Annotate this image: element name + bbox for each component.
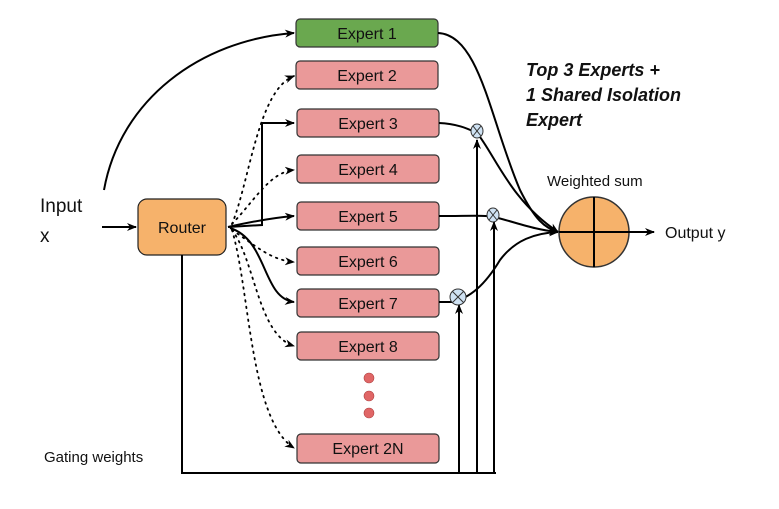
svg-text:Expert 7: Expert 7 [338,296,398,313]
title-line-3: Expert [526,110,583,130]
gating-line [181,255,496,474]
svg-text:Expert 8: Expert 8 [338,339,398,356]
multiply-node-3 [470,123,484,139]
shared-expert-arrow [103,29,295,191]
route-expert-2n [231,229,295,449]
svg-text:Expert 2: Expert 2 [337,68,397,85]
expert-2n: Expert 2N [296,433,440,464]
expert-2: Expert 2 [295,60,439,90]
ellipsis-dot [363,407,375,419]
ellipsis-dot [363,390,375,402]
route-expert-5 [227,212,295,228]
svg-text:Expert 5: Expert 5 [338,209,398,226]
weighted-sum-node [558,196,630,268]
multiply-node-5 [486,207,500,223]
input-label-line-1: Input [40,196,83,217]
expert-7: Expert 7 [296,288,440,318]
route-expert-8 [231,229,295,348]
route-expert-7 [229,227,295,305]
svg-text:Expert 6: Expert 6 [338,254,398,271]
route-expert-6 [231,229,295,266]
expert-6: Expert 6 [296,246,440,276]
expert-1: Expert 1 [295,18,439,48]
multiply-node-7 [449,288,467,306]
router-label: Router [158,220,207,237]
ellipsis-dot [363,372,375,384]
route-expert-2 [231,75,295,225]
svg-text:Expert 3: Expert 3 [338,116,398,133]
expert-4: Expert 4 [296,154,440,184]
expert-8: Expert 8 [296,331,440,361]
svg-text:Expert 4: Expert 4 [338,162,398,179]
title-line-1: Top 3 Experts + [526,60,660,80]
expert-5: Expert 5 [296,201,440,231]
output-expert-3 [438,122,559,233]
weighted-sum-label: Weighted sum [547,173,643,190]
svg-text:Expert 2N: Expert 2N [332,441,403,458]
gating-weights-label: Gating weights [44,449,143,466]
svg-text:Expert 1: Expert 1 [337,26,397,43]
input-label-line-2: x [40,226,50,247]
route-expert-4 [231,166,295,225]
title-line-2: 1 Shared Isolation [526,85,681,105]
output-expert-1 [437,32,559,234]
expert-3: Expert 3 [296,108,440,138]
route-expert-3 [227,119,295,228]
output-label: Output y [665,225,725,242]
